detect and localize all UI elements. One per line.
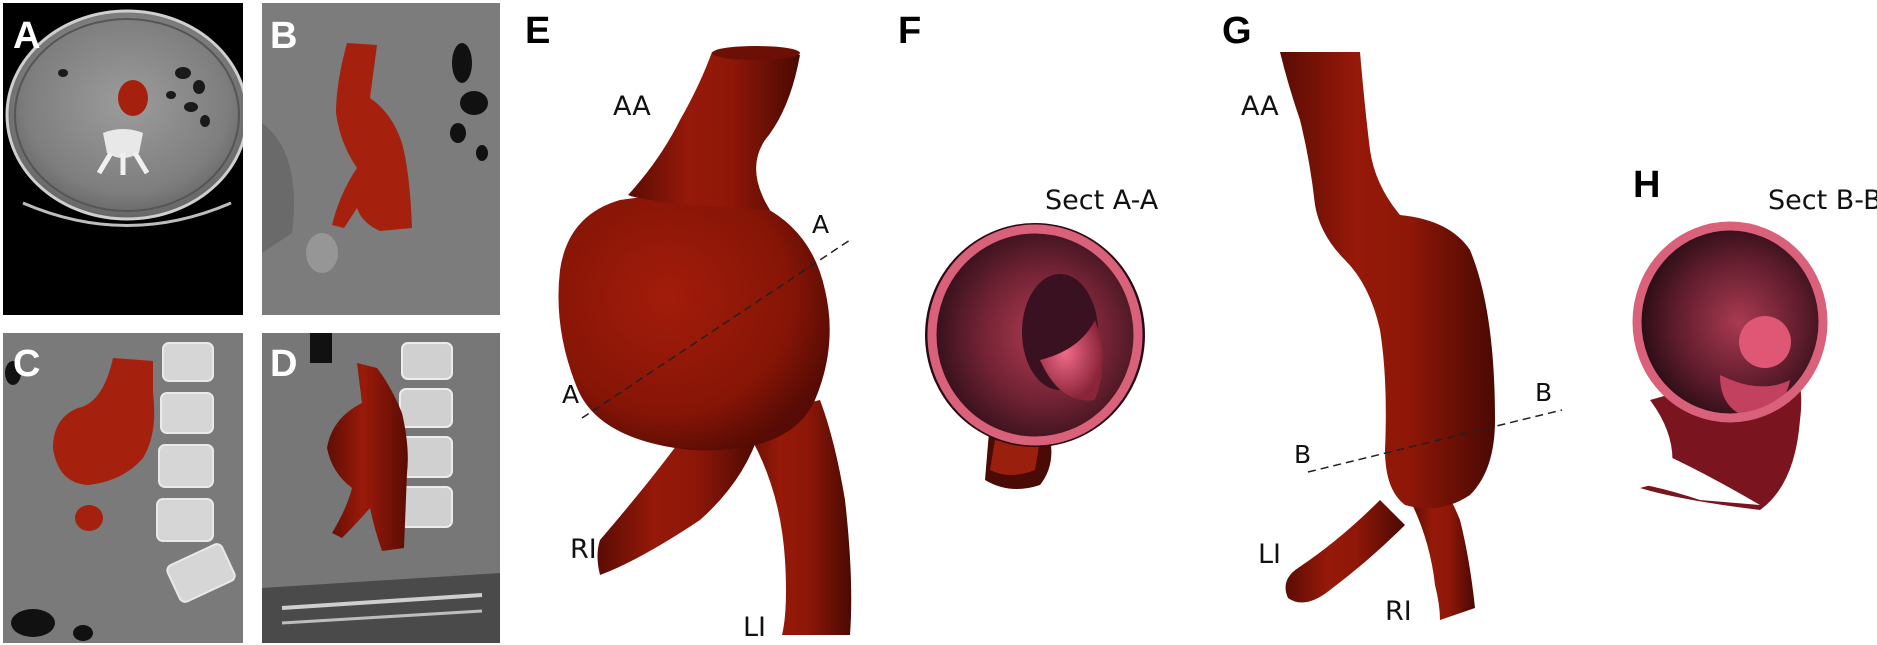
aorta-segmentation bbox=[118, 80, 148, 116]
label-g-section-b-right: B bbox=[1535, 378, 1553, 407]
panel-label-f: F bbox=[898, 10, 922, 52]
ct-panel-c: C bbox=[3, 333, 243, 643]
label-e-aa: AA bbox=[613, 91, 651, 122]
label-sect-b-b: Sect B-B bbox=[1768, 185, 1877, 216]
label-g-section-b-left: B bbox=[1294, 440, 1312, 469]
panel-label-e: E bbox=[525, 10, 551, 52]
ct-with-3d-overlay bbox=[262, 333, 500, 643]
model-e-aneurysm bbox=[558, 46, 852, 635]
panel-label-c: C bbox=[13, 343, 41, 385]
aneurysm-segmentation bbox=[53, 358, 155, 485]
aorta-3d-overlay bbox=[327, 363, 408, 551]
panel-label-b: B bbox=[270, 15, 298, 57]
label-g-ri: RI bbox=[1385, 596, 1412, 627]
label-g-li: LI bbox=[1258, 539, 1282, 570]
sagittal-ct-image bbox=[3, 333, 243, 643]
panel-label-g: G bbox=[1222, 10, 1252, 52]
model-g-aneurysm bbox=[1280, 52, 1495, 620]
label-e-li: LI bbox=[743, 612, 767, 643]
panel-label-h: H bbox=[1633, 164, 1661, 206]
label-g-aa: AA bbox=[1241, 91, 1279, 122]
label-e-section-a-right: A bbox=[812, 210, 830, 239]
label-e-section-a-left: A bbox=[562, 380, 580, 409]
ct-panel-a: A bbox=[3, 3, 243, 315]
aorta-segmentation bbox=[332, 43, 412, 231]
section-h-lumen bbox=[1632, 221, 1828, 510]
axial-ct-image bbox=[3, 3, 243, 315]
panel-label-a: A bbox=[13, 15, 41, 57]
ct-panel-d: D bbox=[262, 333, 500, 643]
ct-panel-b: B bbox=[262, 3, 500, 315]
coronal-ct-image bbox=[262, 3, 500, 315]
panel-label-d: D bbox=[270, 343, 298, 385]
iliac-segmentation bbox=[75, 505, 103, 531]
label-sect-a-a: Sect A-A bbox=[1045, 185, 1159, 216]
section-f-lumen bbox=[925, 223, 1145, 489]
label-e-ri: RI bbox=[570, 534, 597, 565]
section-line-b bbox=[1307, 409, 1563, 473]
section-line-a bbox=[581, 239, 851, 419]
